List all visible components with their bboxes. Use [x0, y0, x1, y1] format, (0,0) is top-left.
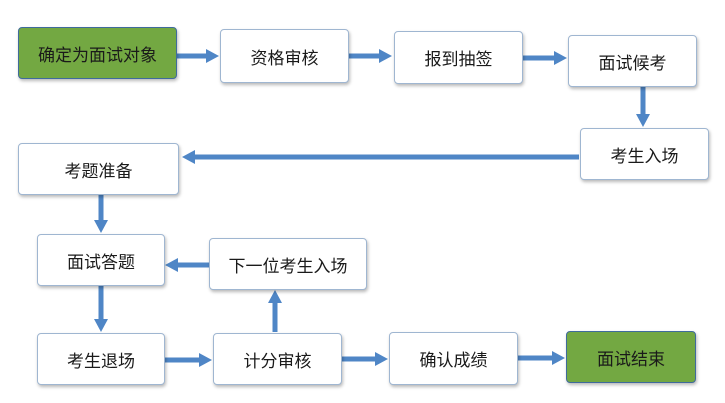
node-candidate-exit: 考生退场: [37, 333, 165, 385]
arrow-scoring-to-confirm-score: [342, 352, 388, 366]
node-qualification-review: 资格审核: [220, 29, 349, 83]
arrow-exit-to-scoring: [165, 353, 212, 367]
node-candidate-enter: 考生入场: [580, 128, 709, 180]
arrow-enter-to-prepare: [182, 150, 579, 164]
arrow-next-to-answer: [165, 258, 209, 272]
node-waiting: 面试候考: [568, 35, 697, 87]
arrow-qualification-to-checkin: [349, 49, 392, 63]
node-interview-end: 面试结束: [566, 331, 696, 383]
node-confirm-candidate: 确定为面试对象: [18, 27, 177, 79]
node-next-candidate: 下一位考生入场: [209, 238, 367, 290]
arrow-answer-to-exit: [94, 286, 108, 332]
node-checkin-draw: 报到抽签: [394, 31, 523, 84]
arrow-confirm-score-to-end: [518, 351, 565, 365]
arrow-prepare-to-answer: [94, 195, 108, 233]
arrow-checkin-to-waiting: [523, 51, 567, 65]
arrow-waiting-to-enter: [636, 87, 650, 127]
node-answering: 面试答题: [37, 234, 165, 286]
node-score-review: 计分审核: [213, 333, 342, 385]
arrow-scoring-to-next: [268, 290, 282, 332]
arrow-confirm-to-qualification: [177, 49, 219, 63]
node-question-prep: 考题准备: [18, 143, 179, 195]
node-confirm-score: 确认成绩: [389, 332, 518, 385]
